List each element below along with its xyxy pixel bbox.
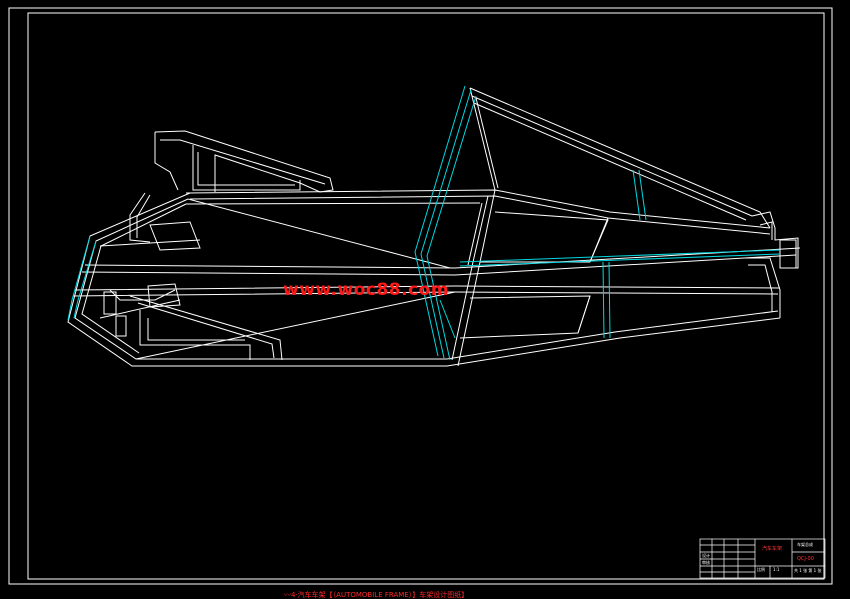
cyan-rear-beam-1	[459, 249, 781, 263]
watermark-text: www.woc88.com	[283, 280, 450, 300]
title-block	[699, 538, 826, 579]
rear-upper-arm-outer	[469, 87, 771, 229]
title-block-company: 汽车车架	[762, 546, 783, 552]
lower-bracket-plate-inner	[147, 318, 245, 341]
rear-end-box-2	[759, 221, 773, 240]
nose-outline-mid	[81, 203, 187, 354]
top-rail-inner2	[185, 202, 481, 205]
outer-border	[8, 7, 833, 585]
rear-lower-end	[745, 257, 781, 318]
middle-rail-3	[74, 285, 781, 291]
brace-3	[99, 239, 201, 247]
drawing-caption: 〰4·汽车车架【（AUTOMOBILE FRAME）】车架设计图纸】	[284, 591, 469, 599]
middle-rail-1	[84, 247, 801, 269]
brace-1	[187, 198, 451, 269]
cyan-front-left-1	[67, 235, 91, 321]
title-block-designer: 设计	[702, 553, 710, 558]
rear-divider-1	[589, 217, 609, 263]
cyan-rear-post-4	[608, 261, 611, 339]
rear-lower-end-inner	[748, 264, 773, 312]
cyan-rear-post-3	[602, 261, 605, 339]
cyan-main-pillar-2	[420, 89, 472, 359]
front-bracket-outer	[154, 130, 334, 193]
front-member-2	[136, 194, 151, 238]
lower-bracket-plate	[139, 310, 251, 360]
front-small-plate-2	[115, 315, 127, 337]
title-block-scale-value: 1:1	[773, 567, 780, 572]
front-lower-bracket	[109, 289, 176, 301]
title-block-outer	[699, 538, 826, 579]
front-bracket-inner	[160, 139, 326, 185]
cyan-main-pillar-3	[426, 95, 477, 361]
cyan-rear-beam-2	[459, 253, 781, 267]
rear-end-box	[751, 211, 799, 269]
frame-wireframe	[67, 87, 801, 367]
bottom-rail	[446, 317, 781, 367]
bottom-rail-inner	[446, 310, 779, 360]
front-small-plate-1	[103, 291, 117, 315]
lower-bracket-inner	[137, 302, 275, 359]
front-bracket-plate	[192, 145, 301, 191]
rear-vertical-inner	[475, 97, 499, 189]
brace-2	[135, 291, 456, 360]
nose-outline-outer	[67, 192, 447, 367]
title-block-code: QCJ-00	[797, 556, 814, 562]
rear-vertical	[469, 87, 496, 191]
rear-upper-arm-inner	[471, 95, 753, 217]
inner-border	[27, 12, 825, 580]
middle-rail-2	[81, 254, 797, 276]
front-cross-plate-2	[147, 283, 181, 308]
cyan-lower-left	[439, 299, 456, 339]
lower-bracket-outer	[129, 295, 283, 361]
title-block-scale-label: 比例	[757, 567, 765, 572]
cyan-rear-post-2	[638, 169, 647, 221]
front-cross-plate-1	[149, 221, 201, 251]
front-bracket-side	[154, 132, 179, 191]
title-block-drawing-name: 车架总成	[797, 542, 813, 547]
rear-upper-arm-inner2	[473, 102, 747, 221]
top-rail-inner	[189, 195, 771, 235]
cyan-front-left-2	[73, 240, 97, 319]
title-block-checker: 审核	[702, 560, 710, 565]
front-bracket-plate-inner	[197, 152, 295, 186]
rear-divider-2	[577, 295, 591, 334]
brace-4	[99, 299, 181, 319]
title-block-sheet: 共 1 张 第 1 张	[794, 568, 822, 573]
cyan-main-pillar-1	[414, 85, 466, 357]
front-member-1	[129, 192, 151, 243]
nose-outline-inner	[74, 198, 447, 360]
top-rail	[185, 189, 771, 229]
cyan-rear-post-1	[632, 169, 641, 221]
frame-cyan-members	[67, 85, 781, 361]
mid-cross-member-2	[467, 202, 483, 266]
